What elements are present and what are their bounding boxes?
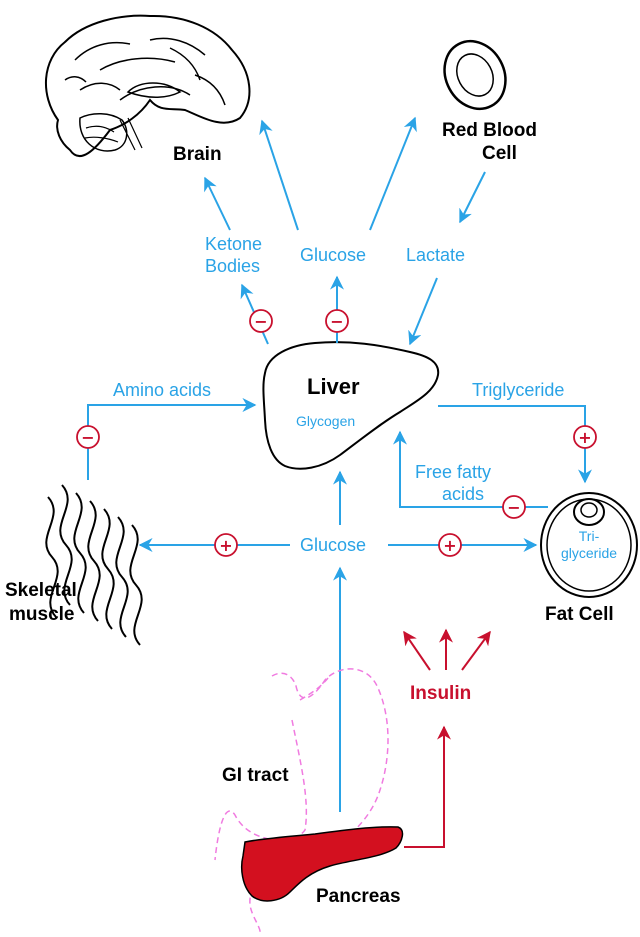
amino-acids-arrow [87,398,257,480]
svg-text:−: − [254,312,267,331]
liver-icon [262,341,440,470]
glucose-to-rbc-arrow [369,116,417,231]
pancreas-to-insulin-arrow [404,725,451,848]
fat-uptake-stimulate-sign: + [438,533,462,557]
lactate-to-liver-arrow [408,277,438,346]
ketone-to-brain-arrow [204,176,231,231]
glucose-top-label: Glucose [300,245,366,265]
svg-text:−: − [330,312,343,331]
insulin-arrow-left [403,630,431,671]
triglyceride-label: Triglyceride [472,380,564,400]
ffa-inhibit-sign: − [502,495,526,519]
liver-label: Liver [307,374,360,399]
fat-inner-label-line2: glyceride [561,545,617,561]
free-fatty-acids-arrow [393,430,548,508]
rbc-label-line1: Red Blood [442,120,537,141]
svg-text:−: − [507,498,520,517]
svg-text:+: + [578,428,591,447]
glucose-center-label: Glucose [300,535,366,555]
svg-text:+: + [219,536,232,555]
insulin-label: Insulin [410,683,471,704]
ketone-inhibit-sign: − [249,309,273,333]
glucose-output-inhibit-sign: − [325,309,349,333]
ketone-label-line1: Ketone [205,234,262,254]
svg-text:−: − [81,428,94,447]
triglyceride-stimulate-sign: + [573,425,597,449]
ffa-label-line2: acids [442,484,484,504]
amino-acids-label: Amino acids [113,380,211,400]
ketone-label-line2: Bodies [205,256,260,276]
glycogen-label: Glycogen [296,413,355,429]
skeletal-label-line2: muscle [9,604,74,625]
triglyceride-arrow [438,405,592,484]
red-blood-cell-icon [443,39,507,111]
ffa-label-line1: Free fatty [415,462,491,482]
pancreas-icon [240,826,404,902]
svg-text:+: + [443,536,456,555]
fat-cell-label: Fat Cell [545,604,614,625]
pancreas-label: Pancreas [316,886,401,907]
lactate-label: Lactate [406,245,465,265]
skeletal-label-line1: Skeletal [5,580,77,601]
fat-inner-label-line1: Tri- [579,528,600,544]
glucose-to-brain-arrow [259,119,299,231]
insulin-arrow-right [461,630,491,671]
rbc-label-line2: Cell [482,143,517,164]
fat-cell-icon [540,492,638,598]
brain-icon [45,14,251,157]
brain-label: Brain [173,144,222,165]
muscle-uptake-stimulate-sign: + [214,533,238,557]
gi-tract-label: GI tract [222,765,289,786]
muscle-icon [45,484,143,646]
rbc-to-lactate-arrow [459,171,486,224]
amino-acids-inhibit-sign: − [76,425,100,449]
